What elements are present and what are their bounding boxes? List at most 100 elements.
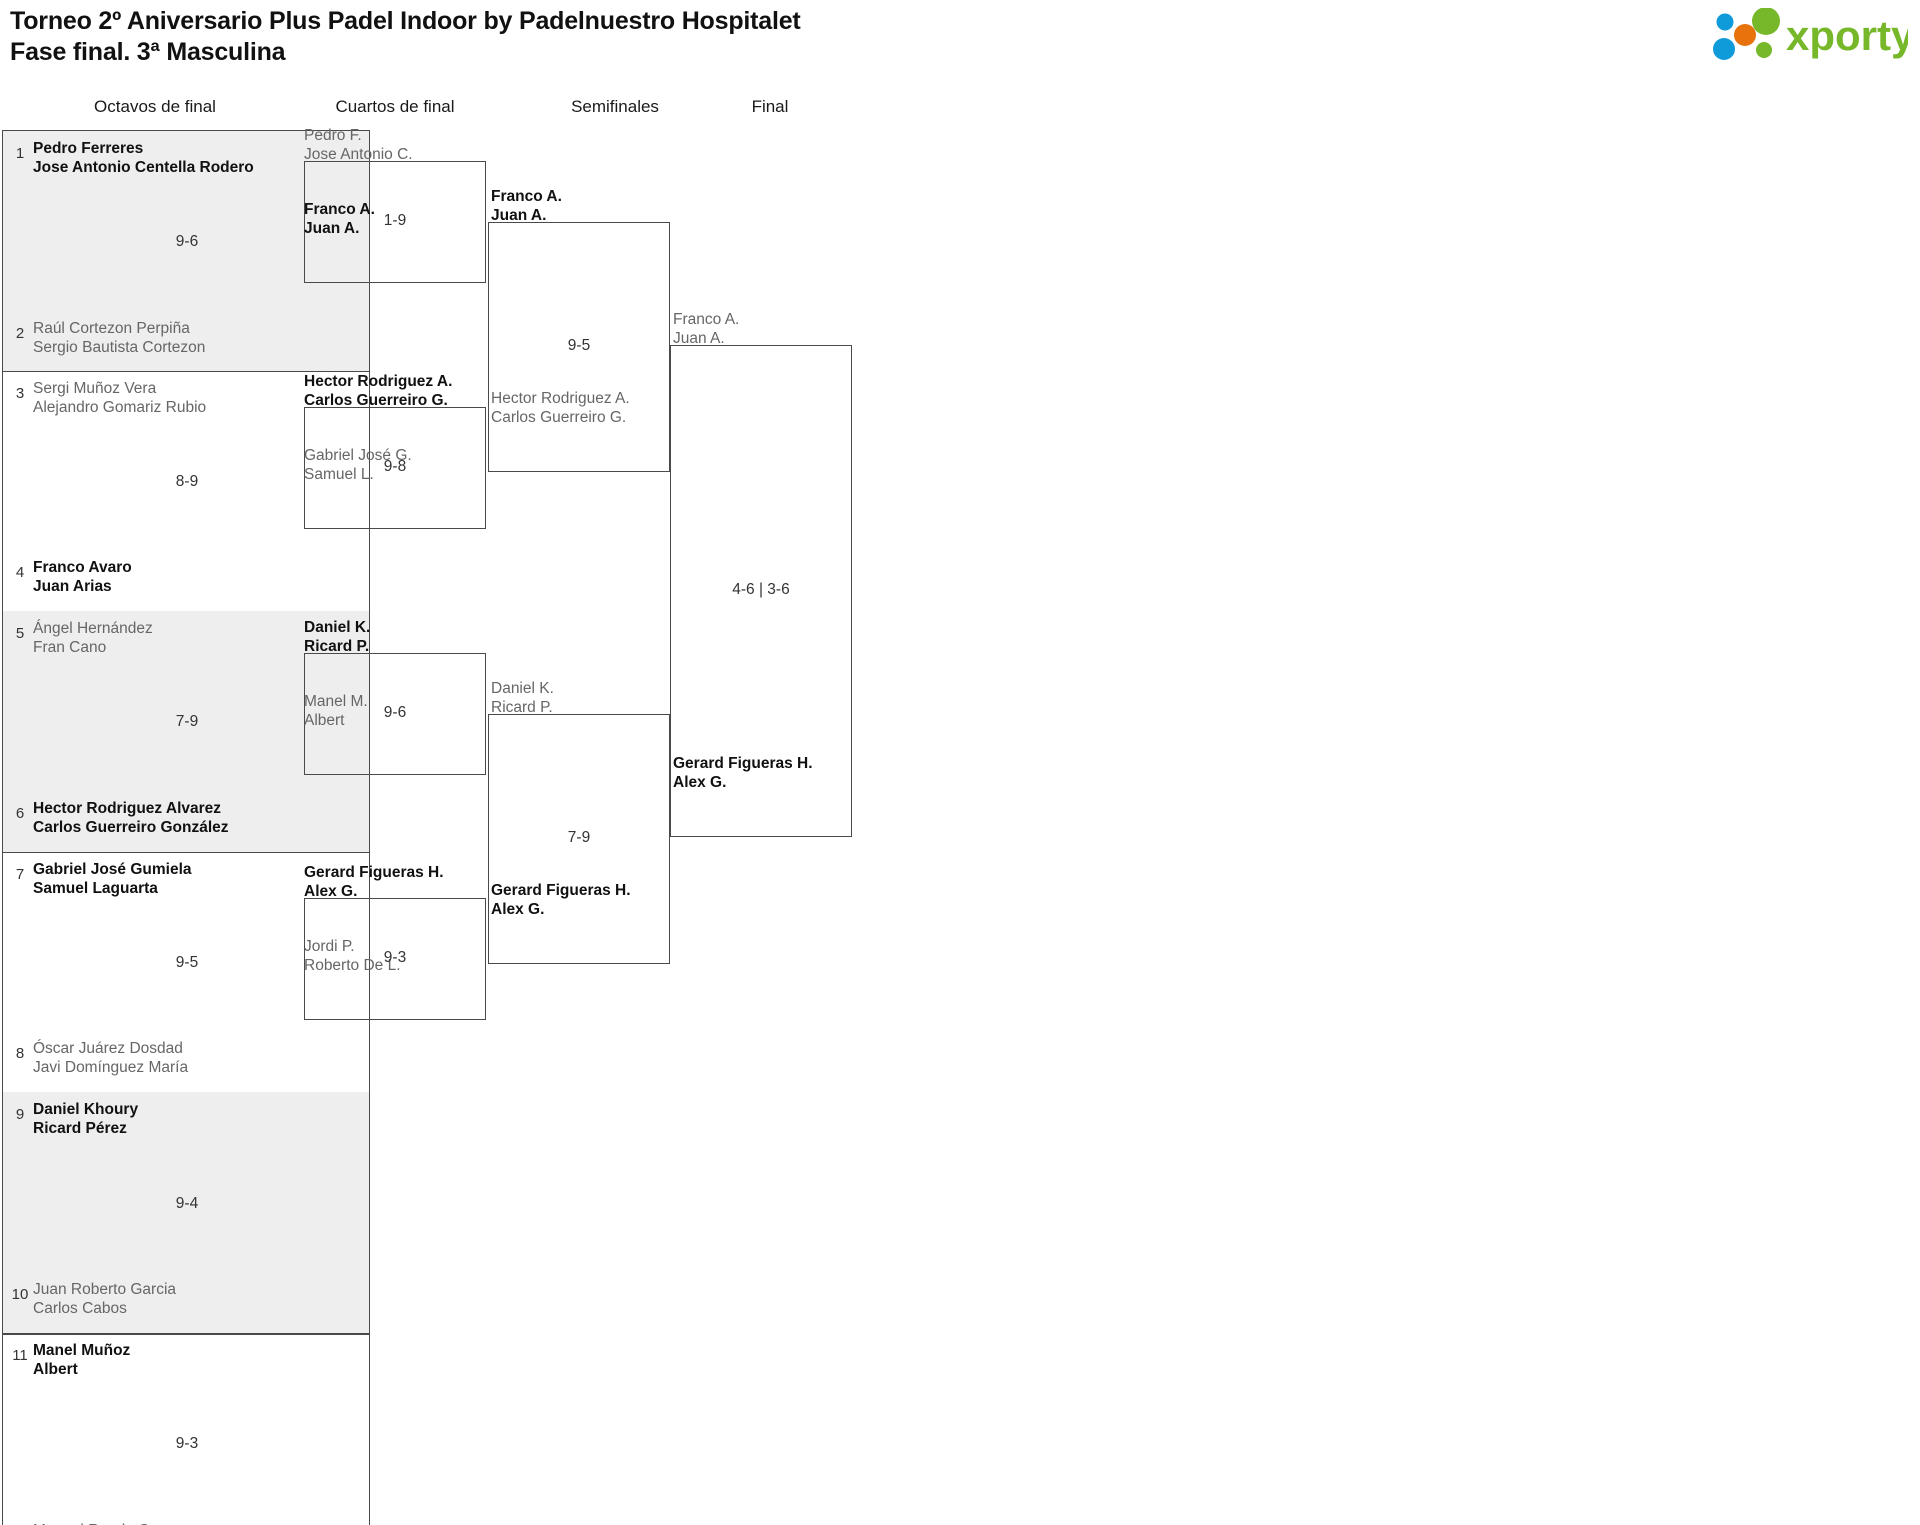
r1-divider [2,370,370,373]
player-name: Juan A. [304,220,360,237]
advancing-team: Franco A.Juan A. [304,200,375,238]
logo-dot-green-small [1756,42,1772,58]
match-score: 9-3 [175,1435,199,1453]
advancing-team: Gerard Figueras H.Alex G. [304,863,444,901]
round-header-semis: Semifinales [571,97,659,116]
player-name: Carlos Cabos [33,1299,127,1317]
player-name: Ricard P. [491,699,553,716]
advancing-team: Daniel K. Ricard P. [304,618,370,656]
player-name: Hector Rodriguez A. [491,390,630,407]
player-name: Sergi Muñoz Vera [33,379,157,397]
match-score: 7-9 [567,829,591,846]
logo-dot-blue-large [1713,38,1735,60]
player-name: Carlos Guerreiro González [33,818,229,836]
r1-divider [2,1333,370,1335]
player-name: Juan A. [491,207,547,224]
r2-match-1 [304,161,486,283]
page-title: Torneo 2º Aniversario Plus Padel Indoor … [10,6,801,68]
seed-number: 5 [15,625,25,643]
player-name: Daniel K. [491,680,554,697]
player-name: Manel M. [304,693,368,710]
r1-divider [2,851,370,854]
player-name: Albert [304,712,345,729]
r2-match-3 [304,653,486,775]
player-name: Pedro Ferreres [33,140,144,157]
advancing-team: Jordi P.Roberto De L. [304,937,401,975]
r4-match-1 [670,345,852,837]
seed-number: 4 [15,564,25,582]
player-name: Hector Rodriguez Alvarez [33,799,222,817]
player-name: Jose Antonio Centella Rodero [33,159,254,176]
r2-match-4 [304,898,486,1020]
player-name: Alex G. [673,774,727,791]
player-name: Roberto De L. [304,957,401,974]
seed-number: 9 [15,1106,25,1124]
player-name: Gabriel José Gumiela [33,860,192,878]
match-score: 8-9 [175,472,199,490]
player-name: Daniel K. [304,619,371,636]
match-score: 4-6 | 3-6 [732,581,790,598]
advancing-team: Hector Rodriguez A. Carlos Guerreiro G. [491,389,630,427]
player-name: Jose Antonio C. [304,146,413,163]
advancing-team: Gabriel José G. Samuel L. [304,446,412,484]
advancing-team: Gerard Figueras H.Alex G. [491,881,631,919]
player-name: Raúl Cortezon Perpiña [33,319,190,337]
seed-number: 3 [15,384,25,402]
player-name: Fran Cano [33,639,107,657]
match-score: 1-9 [383,212,407,229]
player-name: Juan Arias [33,578,112,596]
player-name: Samuel Laguarta [33,879,158,897]
player-name: Gabriel José G. [304,447,412,464]
advancing-team: Daniel K. Ricard P. [491,679,554,717]
match-score: 9-6 [383,704,407,721]
match-score: 9-8 [383,458,407,475]
advancing-team: Franco A.Juan A. [673,310,739,348]
advancing-team: Pedro F.Jose Antonio C. [304,126,413,164]
match-score: 7-9 [175,713,199,731]
player-name: Carlos Guerreiro G. [491,409,627,426]
player-name: Franco A. [491,188,562,205]
match-score: 9-4 [175,1194,199,1212]
round-header-octavos: Octavos de final [94,97,216,116]
logo-wordmark: xporty [1786,12,1908,59]
player-name: Albert [33,1361,78,1378]
player-name: Alejandro Gomariz Rubio [33,398,207,416]
xporty-logo: xporty [1708,8,1908,60]
player-name: Juan Roberto Garcia [33,1280,177,1298]
player-name: Franco A. [673,311,740,328]
round-header-final: Final [751,97,789,116]
logo-dot-blue-small [1716,13,1734,31]
player-name: Carlos Guerreiro G. [304,392,448,409]
match-score: 9-5 [175,954,199,972]
player-name: Javi Domínguez María [33,1059,189,1077]
player-name: Hector Rodriguez A. [304,373,453,390]
player-name: Gerard Figueras H. [304,864,444,881]
seed-number: 6 [15,804,25,822]
player-name: Ricard Pérez [33,1120,127,1138]
tournament-title: Torneo 2º Aniversario Plus Padel Indoor … [10,7,801,35]
seed-number: 11 [12,1347,28,1364]
tournament-subtitle: Fase final. 3ª Masculina [10,38,286,66]
player-name: Samuel L. [304,466,374,483]
player-name: Manel Muñoz [33,1342,131,1359]
match-score: 9-5 [567,337,591,354]
seed-number: 1 [15,145,25,162]
seed-number: 8 [15,1045,25,1063]
player-name: Daniel Khoury [33,1101,139,1119]
player-name: Ricard P. [304,638,370,655]
